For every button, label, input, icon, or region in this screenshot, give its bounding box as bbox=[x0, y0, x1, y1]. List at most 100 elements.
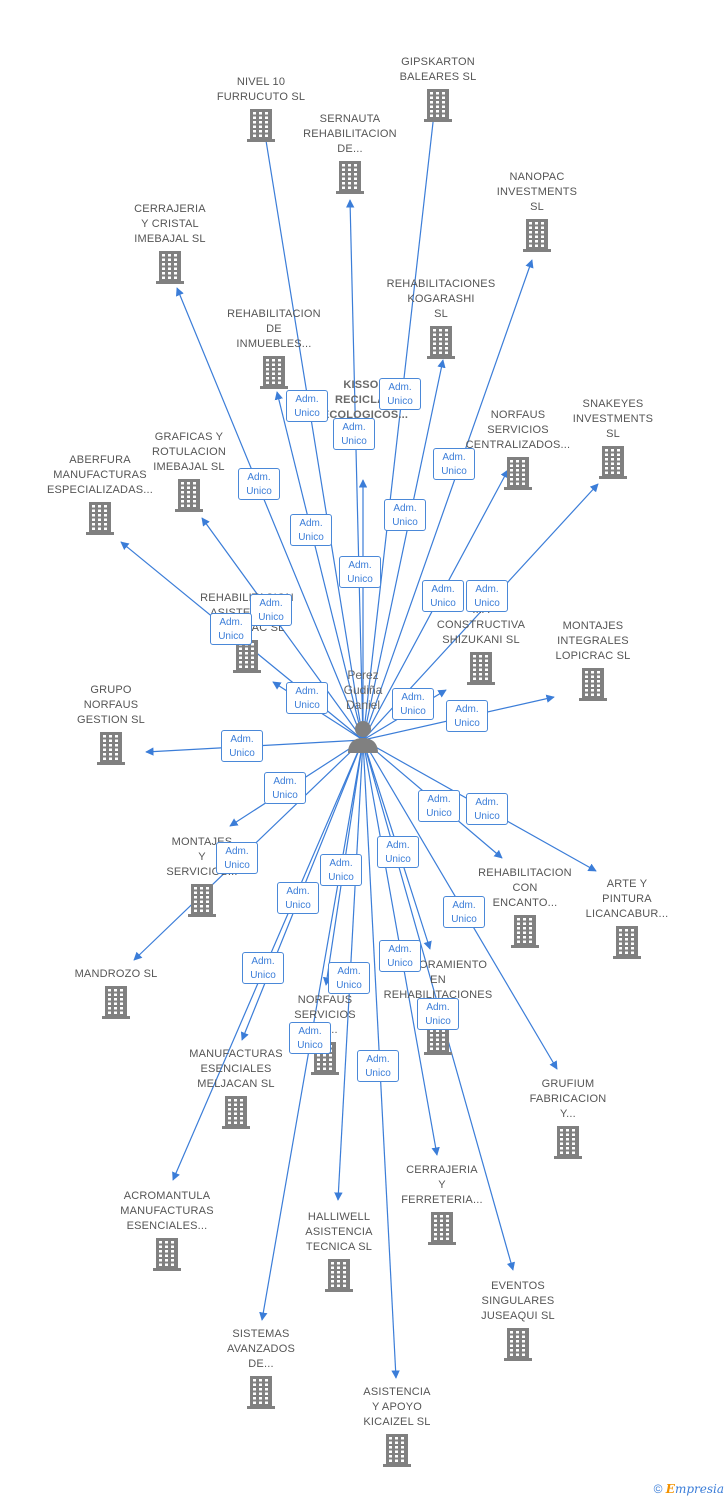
relation-badge[interactable]: Adm. Unico bbox=[392, 688, 434, 720]
edge-line bbox=[362, 359, 446, 741]
relation-badge[interactable]: Adm. Unico bbox=[210, 613, 252, 645]
relation-badge[interactable]: Adm. Unico bbox=[466, 793, 508, 825]
building-icon bbox=[247, 1376, 275, 1409]
relation-badge[interactable]: Adm. Unico bbox=[328, 962, 370, 994]
relation-badge[interactable]: Adm. Unico bbox=[417, 998, 459, 1030]
company-name: SNAKEYES INVESTMENTS SL bbox=[572, 398, 654, 440]
company-node[interactable]: NIVEL 10 FURRUCUTO SL bbox=[186, 75, 336, 142]
company-name: CERRAJERIA Y FERRETERIA... bbox=[401, 1164, 483, 1206]
relation-badge[interactable]: Adm. Unico bbox=[277, 882, 319, 914]
company-node[interactable]: ...A CONSTRUCTIVA SHIZUKANI SL bbox=[406, 603, 556, 685]
relation-badge[interactable]: Adm. Unico bbox=[238, 468, 280, 500]
relation-badge[interactable]: Adm. Unico bbox=[333, 418, 375, 450]
company-name: MANDROZO SL bbox=[74, 968, 158, 980]
building-icon bbox=[504, 1328, 532, 1361]
building-icon bbox=[579, 668, 607, 701]
relation-badge[interactable]: Adm. Unico bbox=[320, 854, 362, 886]
company-node[interactable]: NANOPAC INVESTMENTS SL bbox=[462, 170, 612, 252]
relation-badge[interactable]: Adm. Unico bbox=[216, 842, 258, 874]
company-node[interactable]: CERRAJERIA Y CRISTAL IMEBAJAL SL bbox=[95, 202, 245, 284]
relation-badge[interactable]: Adm. Unico bbox=[379, 378, 421, 410]
building-icon bbox=[86, 502, 114, 535]
building-icon bbox=[613, 926, 641, 959]
company-name: ...A CONSTRUCTIVA SHIZUKANI SL bbox=[436, 604, 526, 646]
relation-badge[interactable]: Adm. Unico bbox=[446, 700, 488, 732]
company-node[interactable]: ARTE Y PINTURA LICANCABUR... bbox=[552, 877, 702, 959]
company-node[interactable]: MONTAJES Y SERVICIOS... bbox=[127, 835, 277, 917]
center-person-node[interactable]: Perez Gudiña Daniel bbox=[328, 668, 398, 755]
company-name: NANOPAC INVESTMENTS SL bbox=[496, 171, 578, 213]
building-icon bbox=[325, 1259, 353, 1292]
company-node[interactable]: REHABILITACION CON ENCANTO... bbox=[450, 866, 600, 948]
company-node[interactable]: NORFAUS SERVICIOS CENTRALIZADOS... bbox=[443, 408, 593, 490]
relation-badge[interactable]: Adm. Unico bbox=[384, 499, 426, 531]
company-node[interactable]: ACROMANTULA MANUFACTURAS ESENCIALES... bbox=[92, 1189, 242, 1271]
building-icon bbox=[467, 652, 495, 685]
company-node[interactable]: EVENTOS SINGULARES JUSEAQUI SL bbox=[443, 1279, 593, 1361]
company-node[interactable]: GRUFIUM FABRICACION Y... bbox=[493, 1077, 643, 1159]
building-icon bbox=[222, 1096, 250, 1129]
building-icon bbox=[247, 109, 275, 142]
relation-badge[interactable]: Adm. Unico bbox=[286, 390, 328, 422]
relation-badge[interactable]: Adm. Unico bbox=[286, 682, 328, 714]
company-node[interactable]: GRUPO NORFAUS GESTION SL bbox=[36, 683, 186, 765]
company-node[interactable]: REHABILITACIONES KOGARASHI SL bbox=[366, 277, 516, 359]
relation-badge[interactable]: Adm. Unico bbox=[250, 594, 292, 626]
relation-badge[interactable]: Adm. Unico bbox=[357, 1050, 399, 1082]
company-name: HALLIWELL ASISTENCIA TECNICA SL bbox=[305, 1211, 373, 1253]
edge-line bbox=[201, 517, 364, 741]
company-name: MONTAJES INTEGRALES LOPICRAC SL bbox=[555, 620, 631, 662]
building-icon bbox=[599, 446, 627, 479]
company-name: REHABILITACION DE INMUEBLES... bbox=[227, 308, 321, 350]
relation-badge[interactable]: Adm. Unico bbox=[290, 514, 332, 546]
building-icon bbox=[102, 986, 130, 1019]
relation-badge[interactable]: Adm. Unico bbox=[433, 448, 475, 480]
building-icon bbox=[188, 884, 216, 917]
company-node[interactable]: GRAFICAS Y ROTULACION IMEBAJAL SL bbox=[114, 430, 264, 512]
edge-line bbox=[362, 259, 534, 741]
company-name: GRAFICAS Y ROTULACION IMEBAJAL SL bbox=[151, 431, 227, 473]
relation-badge[interactable]: Adm. Unico bbox=[466, 580, 508, 612]
relation-badge[interactable]: Adm. Unico bbox=[289, 1022, 331, 1054]
company-node[interactable]: MONTAJES INTEGRALES LOPICRAC SL bbox=[518, 619, 668, 701]
company-node[interactable]: ASISTENCIA Y APOYO KICAIZEL SL bbox=[322, 1385, 472, 1467]
edge-line bbox=[260, 121, 364, 741]
building-icon bbox=[428, 1212, 456, 1245]
relation-badge[interactable]: Adm. Unico bbox=[242, 952, 284, 984]
relation-badge[interactable]: Adm. Unico bbox=[418, 790, 460, 822]
company-node[interactable]: GIPSKARTON BALEARES SL bbox=[363, 55, 513, 122]
building-icon bbox=[523, 219, 551, 252]
company-node[interactable]: SISTEMAS AVANZADOS DE... bbox=[186, 1327, 336, 1409]
edge-line bbox=[362, 95, 440, 741]
brand-logo[interactable]: Empresia bbox=[665, 1482, 724, 1496]
relation-badge[interactable]: Adm. Unico bbox=[422, 580, 464, 612]
company-node[interactable]: MANDROZO SL bbox=[41, 967, 191, 1019]
building-icon bbox=[383, 1434, 411, 1467]
edge-line bbox=[175, 287, 364, 741]
relation-badge[interactable]: Adm. Unico bbox=[443, 896, 485, 928]
company-name: REHABILITACION CON ENCANTO... bbox=[478, 867, 572, 909]
company-node[interactable]: SNAKEYES INVESTMENTS SL bbox=[538, 397, 688, 479]
relation-badge[interactable]: Adm. Unico bbox=[221, 730, 263, 762]
company-name: NORFAUS SERVICIOS CENTRALIZADOS... bbox=[465, 409, 571, 451]
building-icon bbox=[156, 251, 184, 284]
person-icon bbox=[348, 721, 378, 753]
company-name: EVENTOS SINGULARES JUSEAQUI SL bbox=[481, 1280, 555, 1322]
relation-badge[interactable]: Adm. Unico bbox=[339, 556, 381, 588]
company-node[interactable]: ABERFURA MANUFACTURAS ESPECIALIZADAS... bbox=[25, 453, 175, 535]
company-node[interactable]: MANUFACTURAS ESENCIALES MELJACAN SL bbox=[161, 1047, 311, 1129]
company-name: REHABILITACIONES KOGARASHI SL bbox=[386, 278, 496, 320]
company-name: GRUPO NORFAUS GESTION SL bbox=[76, 684, 146, 726]
company-node[interactable]: REHABILITACION DE INMUEBLES... bbox=[199, 307, 349, 389]
building-icon bbox=[504, 457, 532, 490]
relation-badge[interactable]: Adm. Unico bbox=[379, 940, 421, 972]
company-node[interactable]: HALLIWELL ASISTENCIA TECNICA SL bbox=[264, 1210, 414, 1292]
company-name: SERNAUTA REHABILITACION DE... bbox=[303, 113, 397, 155]
company-node[interactable]: CERRAJERIA Y FERRETERIA... bbox=[367, 1163, 517, 1245]
relation-badge[interactable]: Adm. Unico bbox=[264, 772, 306, 804]
company-name: ABERFURA MANUFACTURAS ESPECIALIZADAS... bbox=[46, 454, 154, 496]
relation-badge[interactable]: Adm. Unico bbox=[377, 836, 419, 868]
building-icon bbox=[554, 1126, 582, 1159]
company-node[interactable]: SERNAUTA REHABILITACION DE... bbox=[275, 112, 425, 194]
building-icon bbox=[97, 732, 125, 765]
